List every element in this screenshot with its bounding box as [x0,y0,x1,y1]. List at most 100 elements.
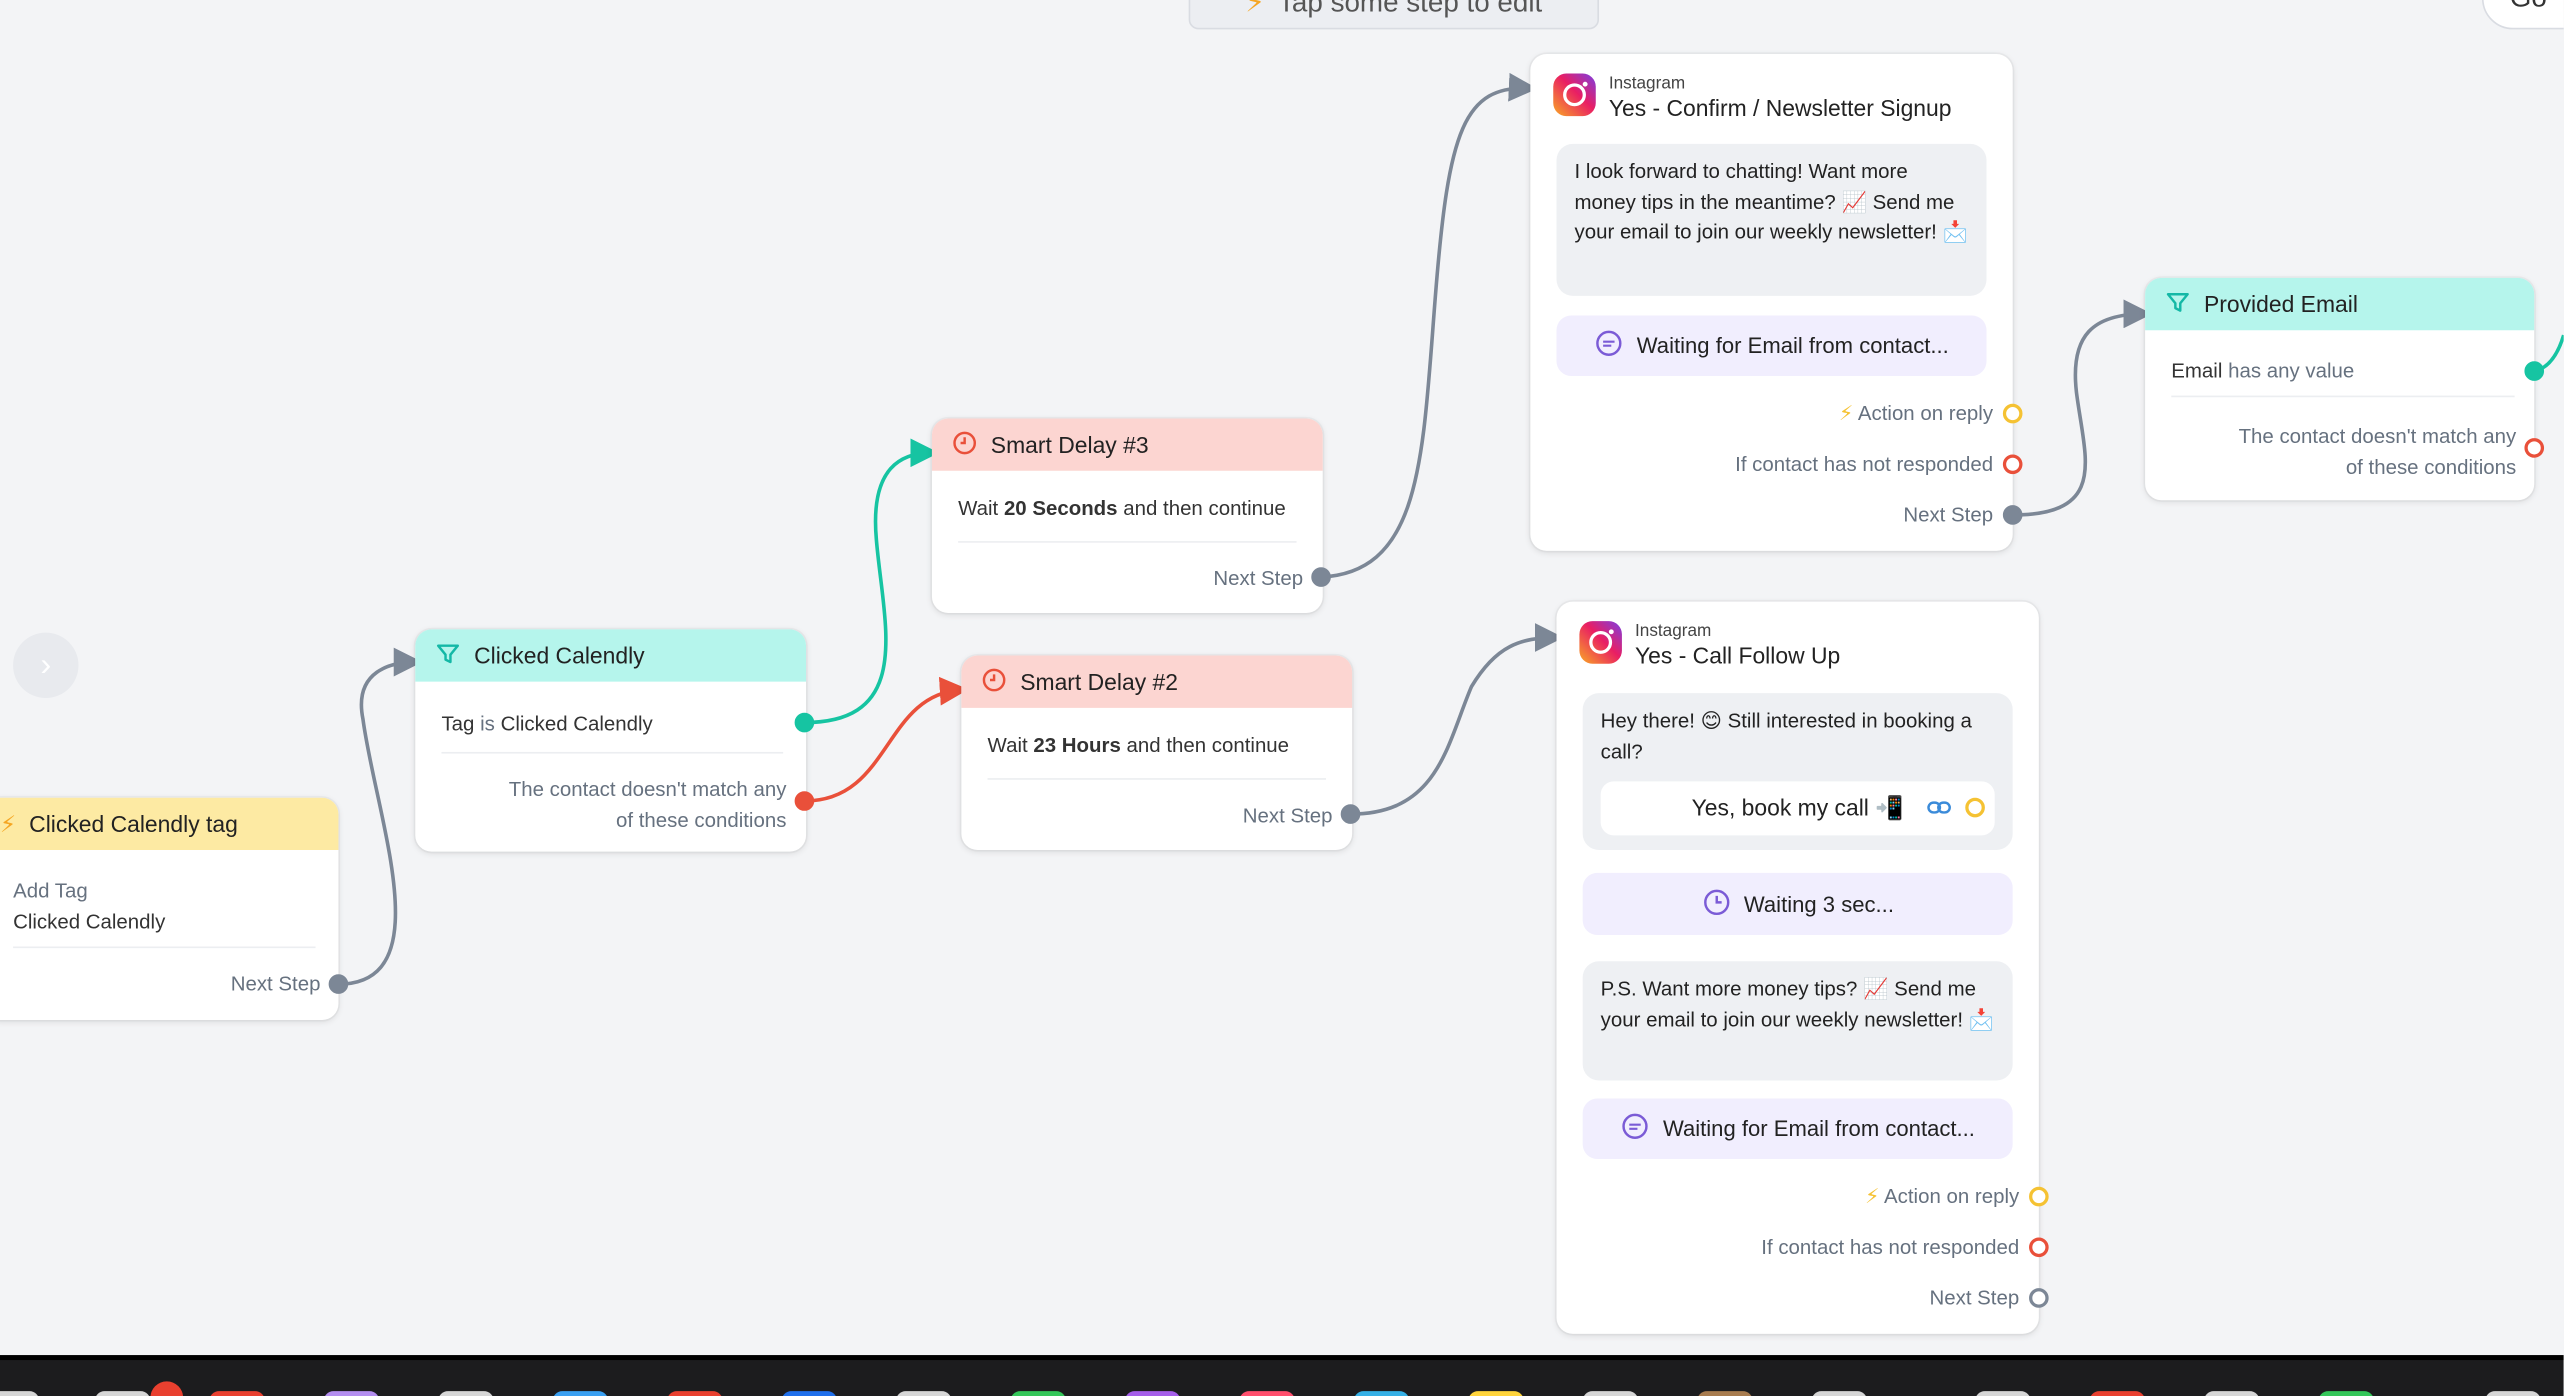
edit-hint-bar[interactable]: ⚡ Tap some step to edit [1188,0,1600,30]
dock-app-icon[interactable] [0,1391,40,1396]
delay-rule: Wait 23 Hours and then continue [988,734,1290,757]
action-on-reply-port[interactable] [2029,1186,2049,1207]
condition-rule: Email has any value [2171,360,2354,383]
trigger-next-port[interactable] [328,974,349,994]
trigger-header: ⚡ Clicked Calendly tag [0,797,339,851]
platform-label: Instagram [1635,621,1712,641]
condition-rule: Tag is Clicked Calendly [441,713,652,736]
condition-fallback-port[interactable] [2524,438,2545,458]
dock-app-icon[interactable] [1239,1391,1295,1396]
fallback-line-1: The contact doesn't match any [508,778,787,802]
dock-app-icon[interactable] [1124,1391,1181,1396]
filter-icon [2165,289,2191,320]
book-call-button[interactable]: Yes, book my call 📲 [1600,781,1995,836]
dock-app-icon[interactable] [323,1391,380,1396]
fallback-line-1: The contact doesn't match any [2238,425,2517,448]
no-response-port[interactable] [2029,1237,2049,1258]
action-on-reply-port[interactable] [2002,403,2023,424]
dock-app-icon[interactable] [552,1391,609,1396]
chevron-right-icon: › [40,646,52,683]
waiting-text: Waiting for Email from contact... [1662,1116,1975,1142]
trigger-action-label: Add Tag [13,879,88,903]
wire-msg1-to-condition2 [2012,299,2153,517]
message-next-port[interactable] [2002,505,2023,525]
message-bubble-2[interactable]: P.S. Want more money tips? 📈 Send me you… [1582,961,2013,1081]
dock-app-icon[interactable] [1010,1391,1067,1396]
waiting-delay-pill[interactable]: Waiting 3 sec... [1582,872,2013,936]
message-bubble[interactable]: I look forward to chatting! Want more mo… [1556,143,1987,296]
continue-label: and then continue [1126,733,1290,757]
action-on-reply-text: Action on reply [1857,402,1994,426]
divider [13,946,316,949]
go-label: Go [2510,0,2547,15]
delay-title: Smart Delay #3 [990,431,1149,458]
message-next-port[interactable] [2029,1288,2049,1308]
waiting-for-email-pill[interactable]: Waiting for Email from contact... [1556,315,1987,376]
divider [958,541,1297,543]
condition-match-port[interactable] [2524,361,2545,381]
divider [987,778,1326,780]
instagram-icon [1579,621,1622,664]
dock-app-icon[interactable] [2485,1391,2541,1396]
condition-clicked-calendly-card[interactable]: Clicked Calendly Tag is Clicked Calendly… [415,629,815,852]
action-on-reply-label: ⚡ Action on reply [1865,1184,2019,1209]
instagram-confirm-newsletter-card[interactable]: Instagram Yes - Confirm / Newsletter Sig… [1530,53,2023,551]
condition-title: Provided Email [2203,290,2358,318]
dock-app-icon[interactable] [1353,1391,1410,1396]
fallback-line-2: of these conditions [615,808,787,832]
clock-icon [1701,887,1730,921]
expand-panel-button[interactable]: › [13,632,79,699]
clock-icon [952,429,978,460]
dock-app-icon[interactable] [1468,1391,1524,1396]
waiting-for-email-pill[interactable]: Waiting for Email from contact... [1582,1098,2013,1160]
smart-delay-2-card[interactable]: Smart Delay #2 Wait 23 Hours and then co… [961,655,1361,851]
condition-provided-email-card[interactable]: Provided Email Email has any value The c… [2145,277,2545,501]
dock-app-icon[interactable] [895,1391,952,1396]
smart-delay-3-card[interactable]: Smart Delay #3 Wait 20 Seconds and then … [931,418,1331,614]
condition-fallback-port[interactable] [794,791,815,811]
condition-fallback-label: The contact doesn't match any of these c… [509,775,787,835]
delay-next-label: Next Step [1242,804,1333,828]
bolt-icon: ⚡ [1245,0,1265,18]
button-port[interactable] [1965,797,1985,818]
trigger-title: Clicked Calendly tag [29,810,238,837]
wait-label: Wait [987,733,1028,757]
dock-app-icon[interactable] [209,1391,265,1396]
go-button[interactable]: Go [2481,0,2564,30]
platform-label: Instagram [1608,73,1686,94]
delay-next-port[interactable] [1311,567,1331,587]
button-label: Yes, book my call 📲 [1691,794,1904,821]
condition-header: Provided Email [2145,277,2535,331]
delay-rule: Wait 20 Seconds and then continue [958,497,1286,520]
dock-app-icon[interactable] [2203,1391,2260,1396]
link-icon [1926,794,1952,825]
dock-app-icon[interactable] [1975,1391,2031,1396]
delay-amount: 23 Hours [1033,733,1121,757]
dock-app-icon[interactable] [1582,1391,1639,1396]
condition-header: Clicked Calendly [415,629,807,682]
wire-delay2-to-msg2 [1350,623,1564,816]
trigger-card[interactable]: ⚡ Clicked Calendly tag Add Tag Clicked C… [0,797,349,1021]
rule-operator: is [480,712,495,736]
no-response-port[interactable] [2002,454,2023,475]
condition-match-port[interactable] [794,712,815,733]
dock-app-icon[interactable] [2318,1391,2375,1396]
dock-app-icon[interactable] [94,1391,151,1396]
dock [0,1355,2564,1396]
dock-app-icon[interactable] [1697,1391,1753,1396]
dock-app-icon[interactable] [667,1391,723,1396]
instagram-call-follow-up-card[interactable]: Instagram Yes - Call Follow Up Hey there… [1556,601,2049,1334]
notification-badge [150,1381,184,1396]
dock-app-icon[interactable] [1811,1391,1868,1396]
dock-app-icon[interactable] [781,1391,838,1396]
continue-label: and then continue [1123,496,1286,520]
delay-title: Smart Delay #2 [1020,668,1178,695]
dock-app-icon[interactable] [2089,1391,2146,1396]
bolt-icon: ⚡ [1865,1185,1880,1209]
message-title: Yes - Call Follow Up [1635,642,1841,669]
message-text: Hey there! 😊 Still interested in booking… [1600,709,1972,763]
dock-app-icon[interactable] [438,1391,494,1396]
delay-next-port[interactable] [1340,804,1361,824]
filter-icon [435,640,461,671]
